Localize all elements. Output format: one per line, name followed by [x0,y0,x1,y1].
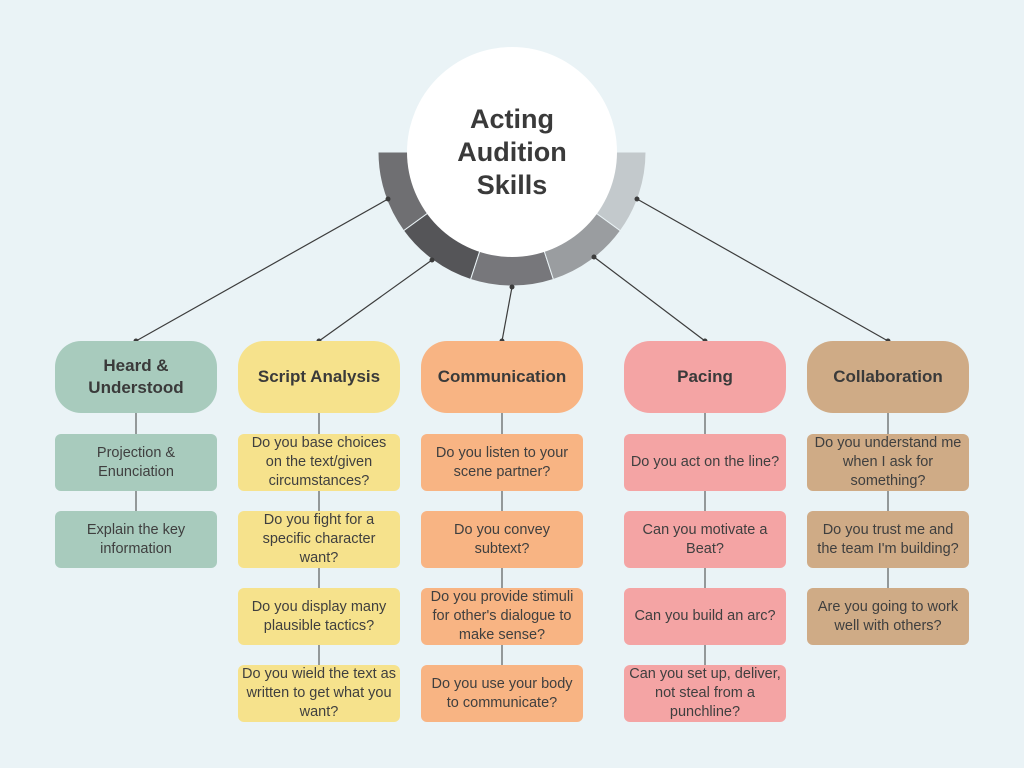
question-card: Do you listen to your scene partner? [421,434,583,491]
question-card: Can you set up, deliver, not steal from … [624,665,786,722]
question-card: Do you convey subtext? [421,511,583,568]
question-card: Do you base choices on the text/given ci… [238,434,400,491]
category-header: Script Analysis [238,341,400,413]
connector-line [318,259,433,342]
question-card: Do you wield the text as written to get … [238,665,400,722]
connector-line [636,198,889,342]
category-header: Heard & Understood [55,341,217,413]
question-card: Do you act on the line? [624,434,786,491]
connector-line [593,256,706,342]
question-card: Explain the key information [55,511,217,568]
question-card: Do you fight for a specific character wa… [238,511,400,568]
category-header: Pacing [624,341,786,413]
question-card: Projection & Enunciation [55,434,217,491]
question-card: Can you motivate a Beat? [624,511,786,568]
question-card: Do you use your body to communicate? [421,665,583,722]
question-card: Do you trust me and the team I'm buildin… [807,511,969,568]
center-node: Acting Audition Skills [407,47,617,257]
connector-dot [591,254,597,260]
question-card: Can you build an arc? [624,588,786,645]
connector-line [501,286,513,342]
connector-dot [385,196,391,202]
question-card: Are you going to work well with others? [807,588,969,645]
question-card: Do you display many plausible tactics? [238,588,400,645]
category-header: Communication [421,341,583,413]
center-title: Acting Audition Skills [457,103,567,200]
connector-dot [509,284,515,290]
question-card: Do you provide stimuli for other's dialo… [421,588,583,645]
connector-line [135,198,389,342]
connector-dot [429,257,435,263]
connector-dot [634,196,640,202]
category-header: Collaboration [807,341,969,413]
question-card: Do you understand me when I ask for some… [807,434,969,491]
